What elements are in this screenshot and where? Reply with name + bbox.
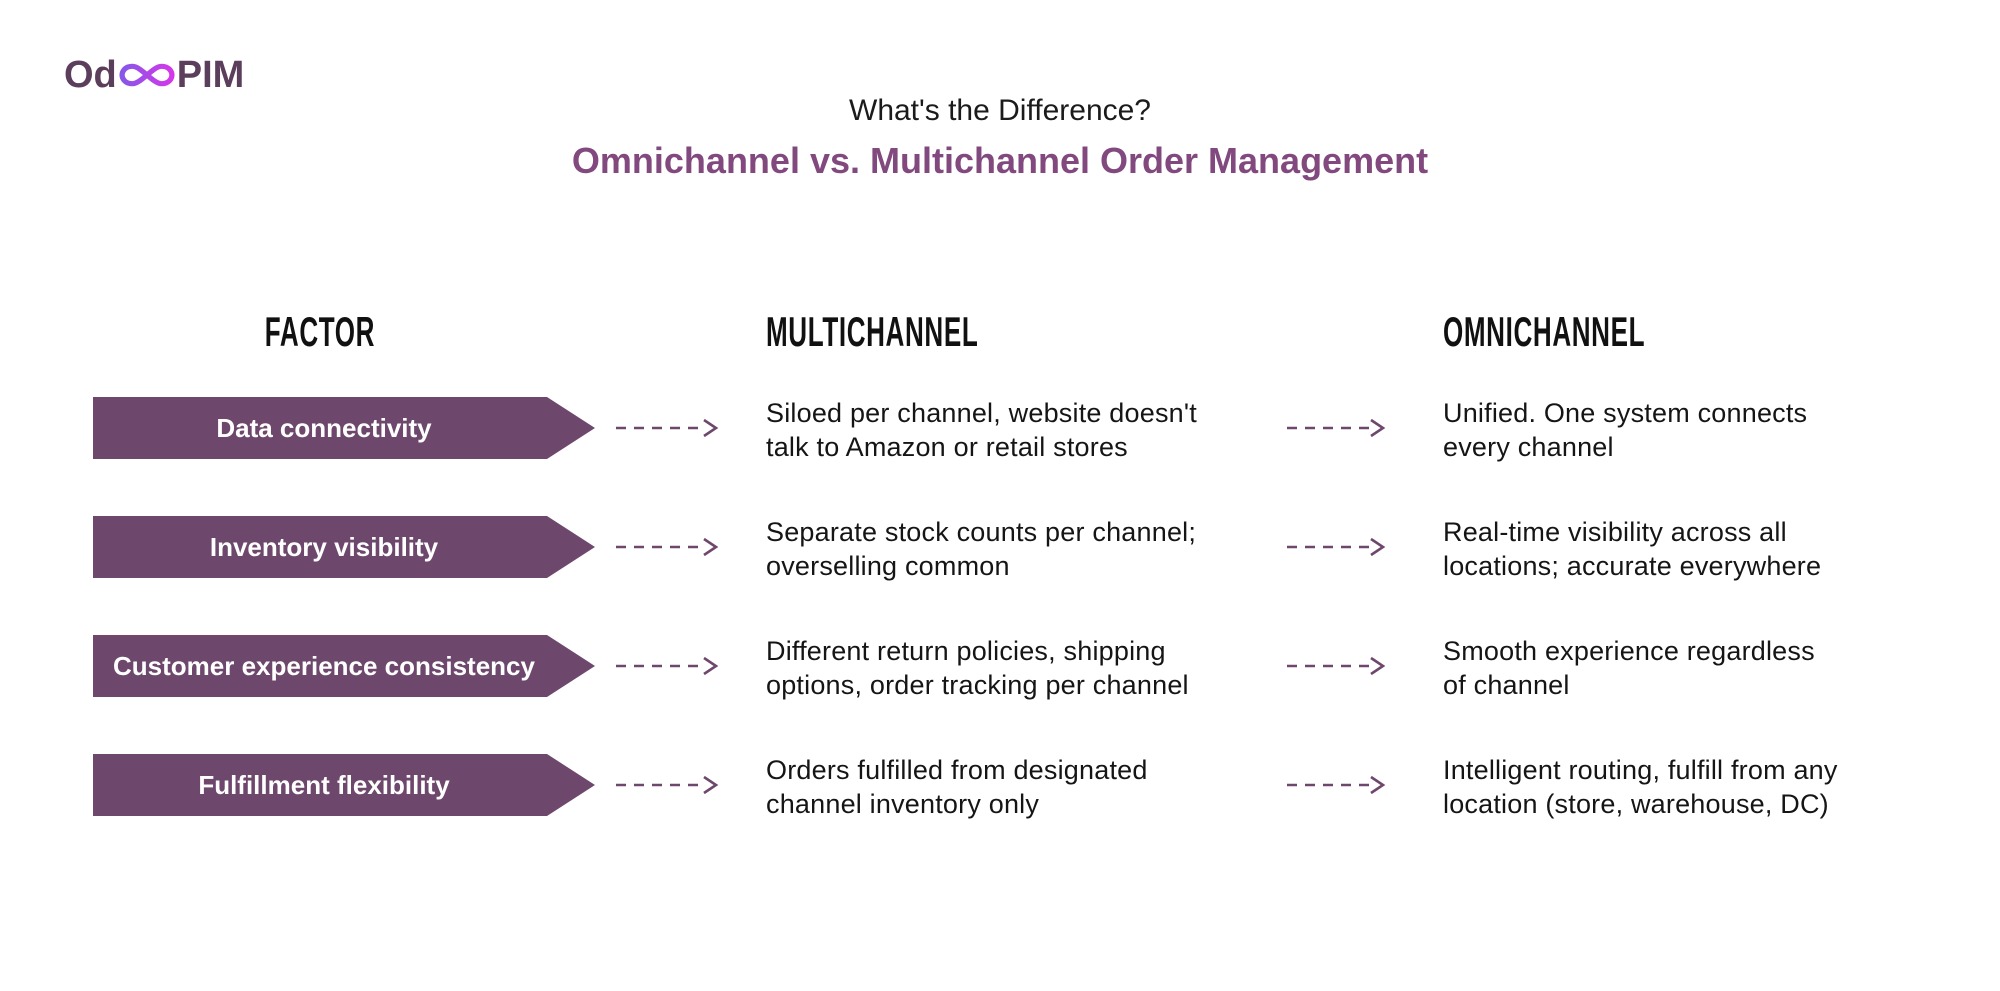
dashed-arrow-icon [616,537,719,557]
factor-label: Customer experience consistency [113,650,535,681]
factor-banner: Data connectivity [93,397,595,459]
column-header-omnichannel: OMNICHANNEL [1443,308,1769,356]
dashed-arrow-icon [616,418,719,438]
odoopim-logo: Od PIM [64,52,244,98]
omnichannel-cell: Unified. One system connects every chann… [1443,398,1808,462]
logo-text-prefix: Od [64,53,117,96]
omnichannel-cell: Smooth experience regardless of channel [1443,636,1815,700]
page-subtitle: Omnichannel vs. Multichannel Order Manag… [571,140,1429,181]
dashed-arrow-icon [1287,537,1386,557]
multichannel-cell: Orders fulfilled from designated channel… [766,755,1148,819]
dashed-arrow-icon [1287,775,1386,795]
omnichannel-cell: Intelligent routing, fulfill from any lo… [1443,755,1838,819]
multichannel-cell: Siloed per channel, website doesn't talk… [766,398,1197,462]
logo-text-suffix: PIM [176,53,245,96]
multichannel-cell: Separate stock counts per channel; overs… [766,517,1197,581]
infinity-icon [119,52,175,98]
table-row: Inventory visibility Separate stock coun… [0,516,2000,581]
table-row: Data connectivity Siloed per channel, we… [0,397,2000,462]
dashed-arrow-icon [616,656,719,676]
factor-label: Fulfillment flexibility [198,769,450,800]
omnichannel-cell: Real-time visibility across all location… [1443,517,1822,581]
dashed-arrow-icon [616,775,719,795]
factor-banner: Inventory visibility [93,516,595,578]
dashed-arrow-icon [1287,418,1386,438]
column-header-factor-label: FACTOR [264,308,376,355]
dashed-arrow-icon [1287,656,1386,676]
column-header-multichannel-label: MULTICHANNEL [766,308,979,355]
column-header-multichannel: MULTICHANNEL [766,308,1109,356]
column-header-factor: FACTOR [93,308,547,356]
factor-label: Data connectivity [216,412,432,443]
multichannel-cell: Different return policies, shipping opti… [766,636,1189,700]
factor-label: Inventory visibility [209,531,439,562]
table-row: Customer experience consistency Differen… [0,635,2000,700]
table-row: Fulfillment flexibility Orders fulfilled… [0,754,2000,819]
column-header-omnichannel-label: OMNICHANNEL [1443,308,1646,355]
factor-banner: Customer experience consistency [93,635,595,697]
page-title: What's the Difference? [849,94,1151,127]
factor-banner: Fulfillment flexibility [93,754,595,816]
